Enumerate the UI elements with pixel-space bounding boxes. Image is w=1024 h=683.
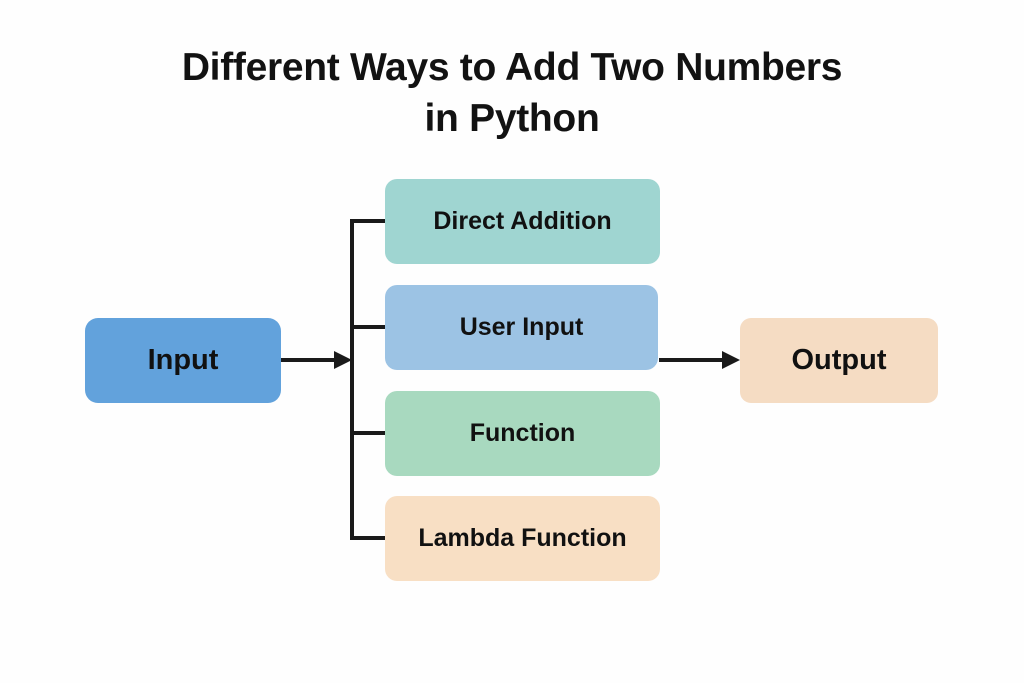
arrowhead-userinput-to-output [722, 351, 740, 369]
node-function-label: Function [469, 419, 576, 447]
node-function[interactable]: Function [385, 391, 660, 476]
node-direct-addition[interactable]: Direct Addition [385, 179, 660, 264]
node-output-label: Output [791, 344, 887, 376]
node-direct-addition-label: Direct Addition [433, 207, 612, 235]
node-user-input-label: User Input [459, 313, 584, 341]
node-user-input[interactable]: User Input [385, 285, 658, 370]
node-output[interactable]: Output [740, 318, 938, 403]
arrowhead-input-to-branch [334, 351, 352, 369]
node-lambda-function[interactable]: Lambda Function [385, 496, 660, 581]
node-lambda-function-label: Lambda Function [418, 524, 627, 552]
page-title: Different Ways to Add Two Numbers in Pyt… [181, 46, 843, 140]
node-input[interactable]: Input [85, 318, 281, 403]
node-input-label: Input [147, 344, 219, 376]
